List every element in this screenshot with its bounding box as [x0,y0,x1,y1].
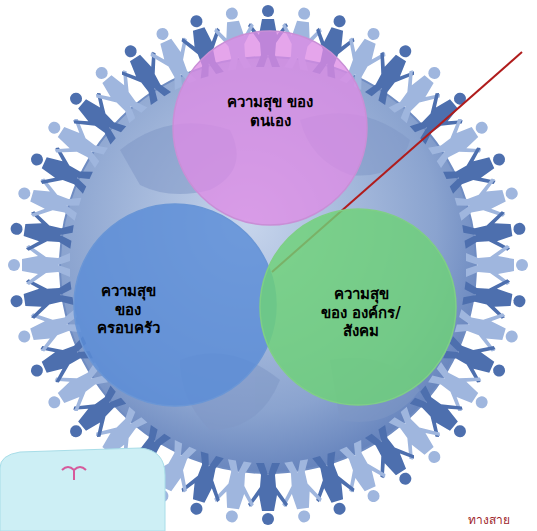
paper-doll [305,449,361,520]
paper-doll [461,273,528,321]
paper-doll [211,458,259,525]
paper-doll [8,208,75,256]
bird-symbol [62,467,86,480]
circle-label: ความสุข ของตนเอง [210,93,330,131]
venn-circle: ความสุข ของตนเอง [172,30,368,226]
paper-doll [452,173,523,229]
people-ring [8,5,528,525]
footer-text: ทางสาย [468,510,510,529]
paper-doll [276,458,324,525]
circle-label: ความสุข ของ ครอบครัว [88,282,168,338]
paper-doll [13,302,84,358]
paper-doll [8,273,75,321]
speech-bubble [0,448,165,531]
globe [60,57,476,473]
venn-circle: ความสุข ของ ครอบครัว [73,203,277,407]
circle-label: ความสุข ของ องค์กร/ สังคม [321,285,401,341]
paper-doll [248,463,288,525]
circle-outline [73,203,277,407]
paper-doll [466,245,528,285]
venn-circle: ความสุข ของ องค์กร/ สังคม [259,208,457,406]
paper-doll [8,245,70,285]
paper-doll [461,208,528,256]
